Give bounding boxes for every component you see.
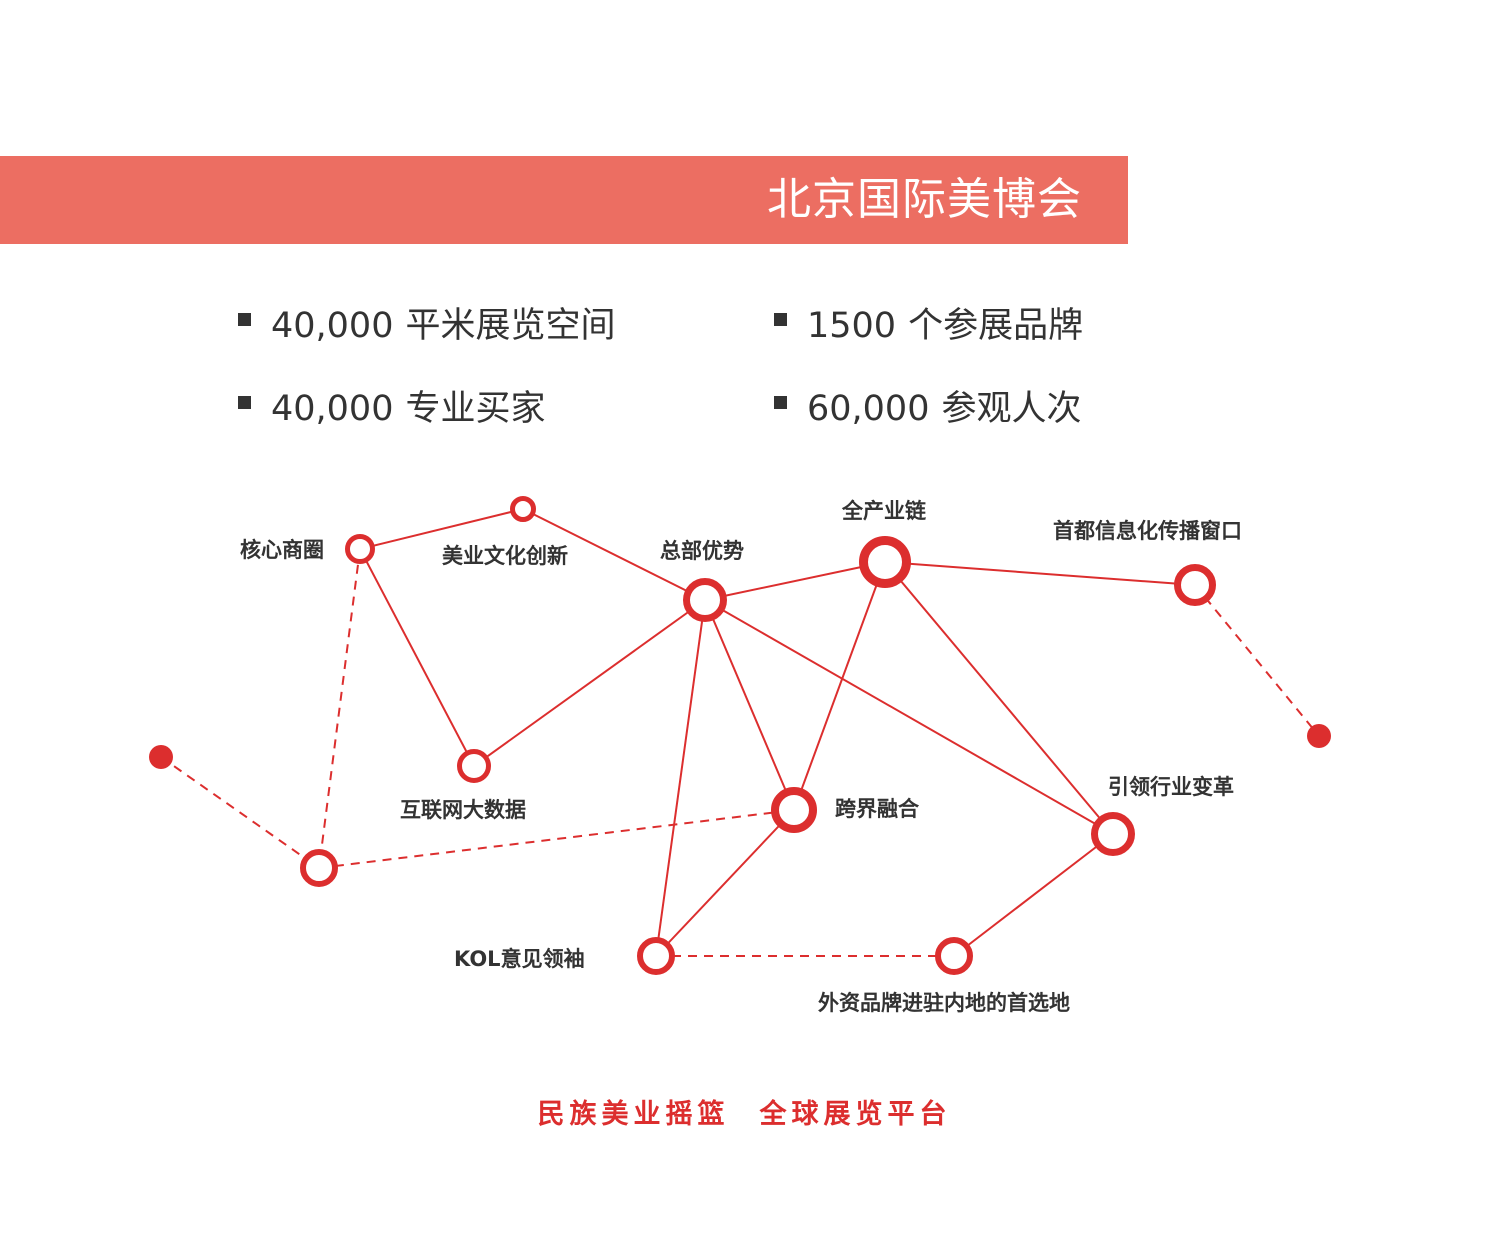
node-bigdata	[457, 749, 491, 783]
node-label-kol: KOL意见领袖	[454, 947, 585, 971]
link-chain-lead	[884, 561, 1114, 835]
node-label-chain: 全产业链	[842, 499, 926, 523]
dashed-link-capital-dotright	[1194, 584, 1320, 737]
stat-text: 个参展品牌	[908, 306, 1084, 346]
node-hq	[683, 578, 727, 622]
dashed-link-core-leftmid	[318, 548, 361, 869]
stat-number: 40,000	[271, 306, 394, 346]
square-bullet-icon	[238, 395, 251, 409]
stat-exhibition-space: 40,000 平米展览空间	[238, 306, 615, 346]
stat-exhibitor-brands: 1500 个参展品牌	[774, 306, 1083, 346]
link-hq-kol	[655, 599, 706, 957]
page-title: 北京国际美博会	[767, 174, 1082, 225]
stat-number: 60,000	[807, 389, 930, 429]
link-lead-foreign	[953, 833, 1114, 957]
node-label-capital: 首都信息化传播窗口	[1053, 519, 1242, 543]
node-label-bigdata: 互联网大数据	[400, 798, 526, 822]
node-chain	[859, 536, 911, 588]
link-chain-cross	[793, 561, 886, 811]
node-cross	[771, 787, 817, 833]
link-hq-cross	[704, 599, 795, 811]
slogan-part-2: 全球展览平台	[759, 1099, 952, 1130]
node-label-lead: 引领行业变革	[1108, 775, 1234, 799]
link-core-innov	[359, 508, 524, 550]
node-label-foreign: 外资品牌进驻内地的首选地	[818, 991, 1070, 1015]
node-label-core: 核心商圈	[240, 538, 324, 562]
link-innov-hq	[522, 508, 706, 601]
link-hq-chain	[704, 561, 886, 601]
slogan-part-1: 民族美业摇篮	[537, 1099, 730, 1130]
stat-professional-buyers: 40,000 专业买家	[238, 389, 545, 429]
stat-visitors: 60,000 参观人次	[774, 389, 1081, 429]
link-bigdata-hq	[473, 599, 706, 767]
stat-number: 40,000	[271, 389, 394, 429]
node-dotright	[1307, 724, 1331, 748]
node-label-innov: 美业文化创新	[442, 544, 568, 568]
square-bullet-icon	[774, 395, 787, 409]
link-hq-lead	[704, 599, 1114, 835]
slogan: 民族美业摇篮全球展览平台	[0, 1095, 1489, 1135]
node-lead	[1091, 812, 1135, 856]
node-foreign	[935, 937, 973, 975]
node-innov	[510, 496, 536, 522]
node-label-cross: 跨界融合	[835, 797, 919, 821]
node-dotleft	[149, 745, 173, 769]
node-label-hq: 总部优势	[660, 539, 744, 563]
network-links	[160, 508, 1320, 957]
link-cross-kol	[655, 809, 795, 957]
stat-text: 专业买家	[405, 389, 546, 429]
link-chain-capital	[884, 561, 1196, 586]
node-core	[345, 534, 375, 564]
dashed-link-dotleft-leftmid	[160, 756, 320, 869]
stat-number: 1500	[807, 306, 897, 346]
stat-text: 参观人次	[941, 389, 1082, 429]
stat-text: 平米展览空间	[405, 306, 616, 346]
node-kol	[637, 937, 675, 975]
node-capital	[1174, 564, 1216, 606]
dashed-link-leftmid-cross	[318, 809, 795, 869]
link-core-bigdata	[359, 548, 475, 767]
network-nodes	[149, 496, 1331, 975]
header-banner: 北京国际美博会	[0, 156, 1128, 244]
node-leftmid	[300, 849, 338, 887]
square-bullet-icon	[238, 312, 251, 326]
square-bullet-icon	[774, 312, 787, 326]
